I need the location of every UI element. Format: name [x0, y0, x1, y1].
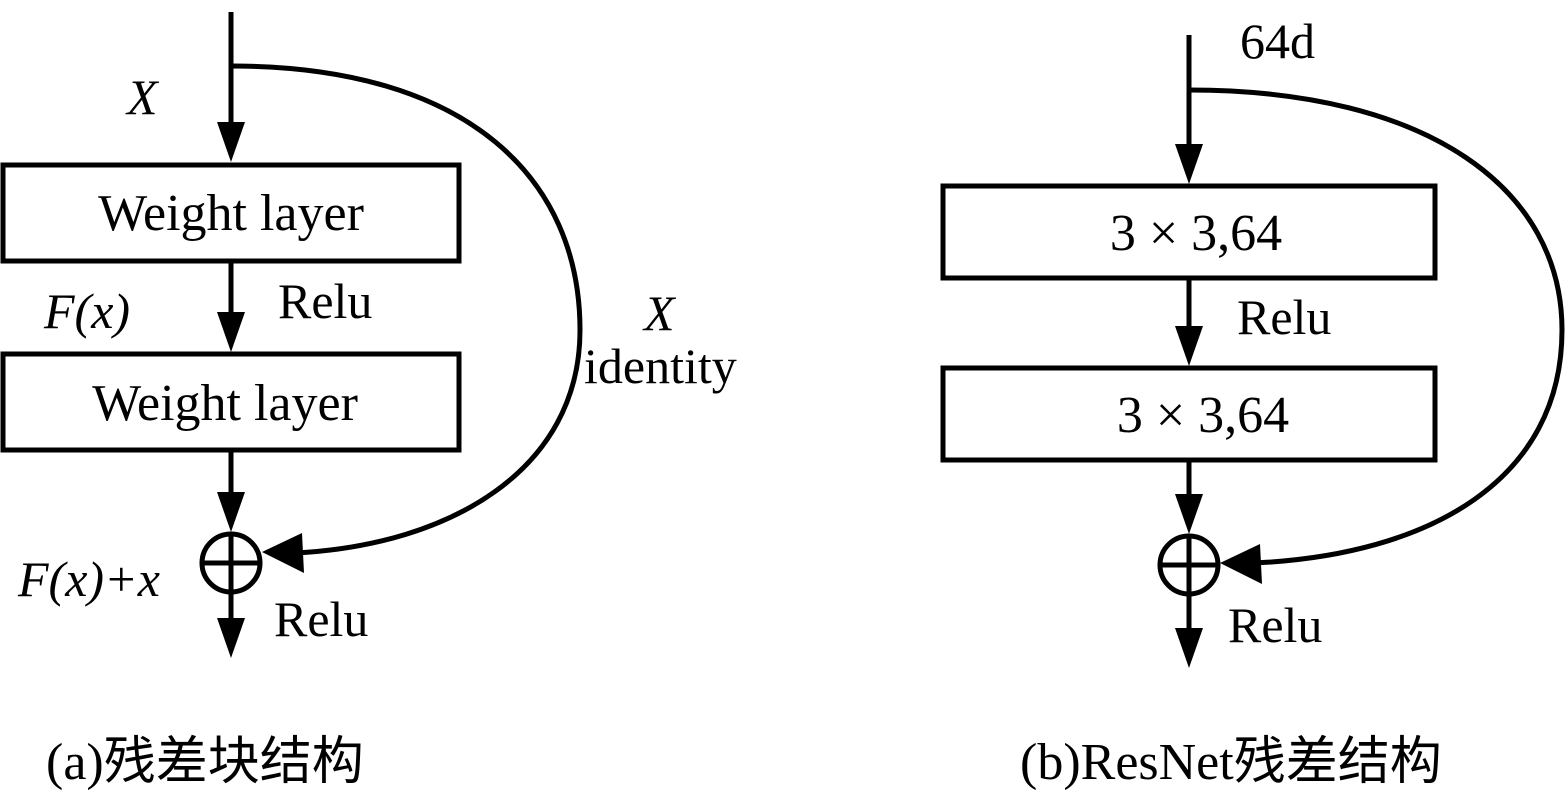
conv-layer-1-box: [940, 183, 1438, 281]
weight-layer-1-label: Weight layer: [98, 185, 364, 242]
weight-layer-2-box: [0, 351, 462, 453]
arrow-down-icon: [1175, 326, 1203, 366]
shortcut-x-label: X: [642, 285, 677, 341]
sum-label: F(x)+x: [17, 551, 160, 607]
relu-1-label-b: Relu: [1237, 289, 1331, 345]
conv-layer-1-label: 3 × 3,64: [1110, 205, 1282, 262]
conv-layer-2-label: 3 × 3,64: [1117, 387, 1289, 444]
relu-2-label-a: Relu: [274, 591, 368, 647]
arrow-down-icon: [1175, 494, 1203, 534]
arrow-left-icon: [1220, 544, 1262, 584]
input-label-a: X: [125, 69, 160, 125]
arrow-down-icon: [217, 122, 245, 162]
fx-label: F(x): [43, 283, 130, 339]
panel-b: 64d 3 × 3,64 Relu 3 × 3,64 Relu (b)ResNe…: [940, 13, 1565, 791]
panel-a: X Weight layer F(x) Relu Weight layer X …: [0, 12, 737, 791]
weight-layer-1-box: [0, 162, 462, 264]
conv-layer-2-box: [940, 365, 1438, 463]
caption-b: (b)ResNet残差结构: [1020, 734, 1442, 791]
identity-label: identity: [584, 338, 737, 394]
circle-plus-icon: [199, 531, 263, 595]
arrow-down-icon: [1175, 628, 1203, 668]
arrow-left-icon: [262, 533, 304, 573]
arrow-down-icon: [217, 312, 245, 352]
circle-plus-icon: [1157, 533, 1221, 597]
identity-shortcut-a: [230, 63, 583, 556]
weight-layer-2-label: Weight layer: [92, 375, 358, 432]
input-label-b: 64d: [1240, 13, 1315, 69]
caption-a: (a)残差块结构: [46, 734, 364, 791]
arrow-down-icon: [217, 618, 245, 658]
relu-2-label-b: Relu: [1228, 597, 1322, 653]
arrow-down-icon: [1175, 144, 1203, 184]
identity-shortcut-b: [1188, 87, 1565, 566]
arrow-down-icon: [217, 492, 245, 532]
relu-1-label-a: Relu: [278, 273, 372, 329]
